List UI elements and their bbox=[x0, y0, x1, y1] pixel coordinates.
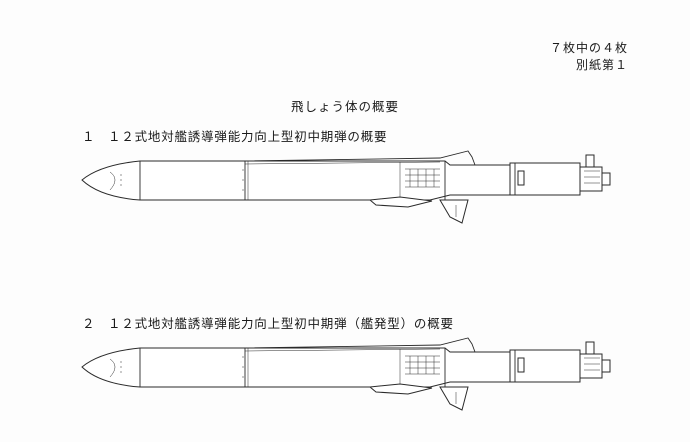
attachment-label: 別紙第１ bbox=[575, 58, 628, 72]
section-title-2: １２式地対艦誘導弾能力向上型初中期弾（艦発型）の概要 bbox=[108, 316, 454, 331]
document-title: 飛しょう体の概要 bbox=[290, 99, 399, 114]
missile-drawing-1 bbox=[70, 145, 630, 235]
page-label: ７枚中の４枚 別紙第１ bbox=[550, 40, 628, 74]
section-number-1: １ bbox=[82, 129, 96, 144]
section-heading-1: １ １２式地対艦誘導弾能力向上型初中期弾の概要 bbox=[82, 126, 387, 145]
page-count: ７枚中の４枚 bbox=[549, 41, 628, 55]
section-title-1: １２式地対艦誘導弾能力向上型初中期弾の概要 bbox=[108, 129, 388, 144]
section-heading-2: ２ １２式地対艦誘導弾能力向上型初中期弾（艦発型）の概要 bbox=[82, 313, 454, 332]
missile-illustration-ship bbox=[81, 337, 611, 411]
missile-illustration bbox=[81, 150, 611, 224]
missile-drawing-2 bbox=[70, 330, 630, 420]
section-number-2: ２ bbox=[82, 316, 96, 331]
